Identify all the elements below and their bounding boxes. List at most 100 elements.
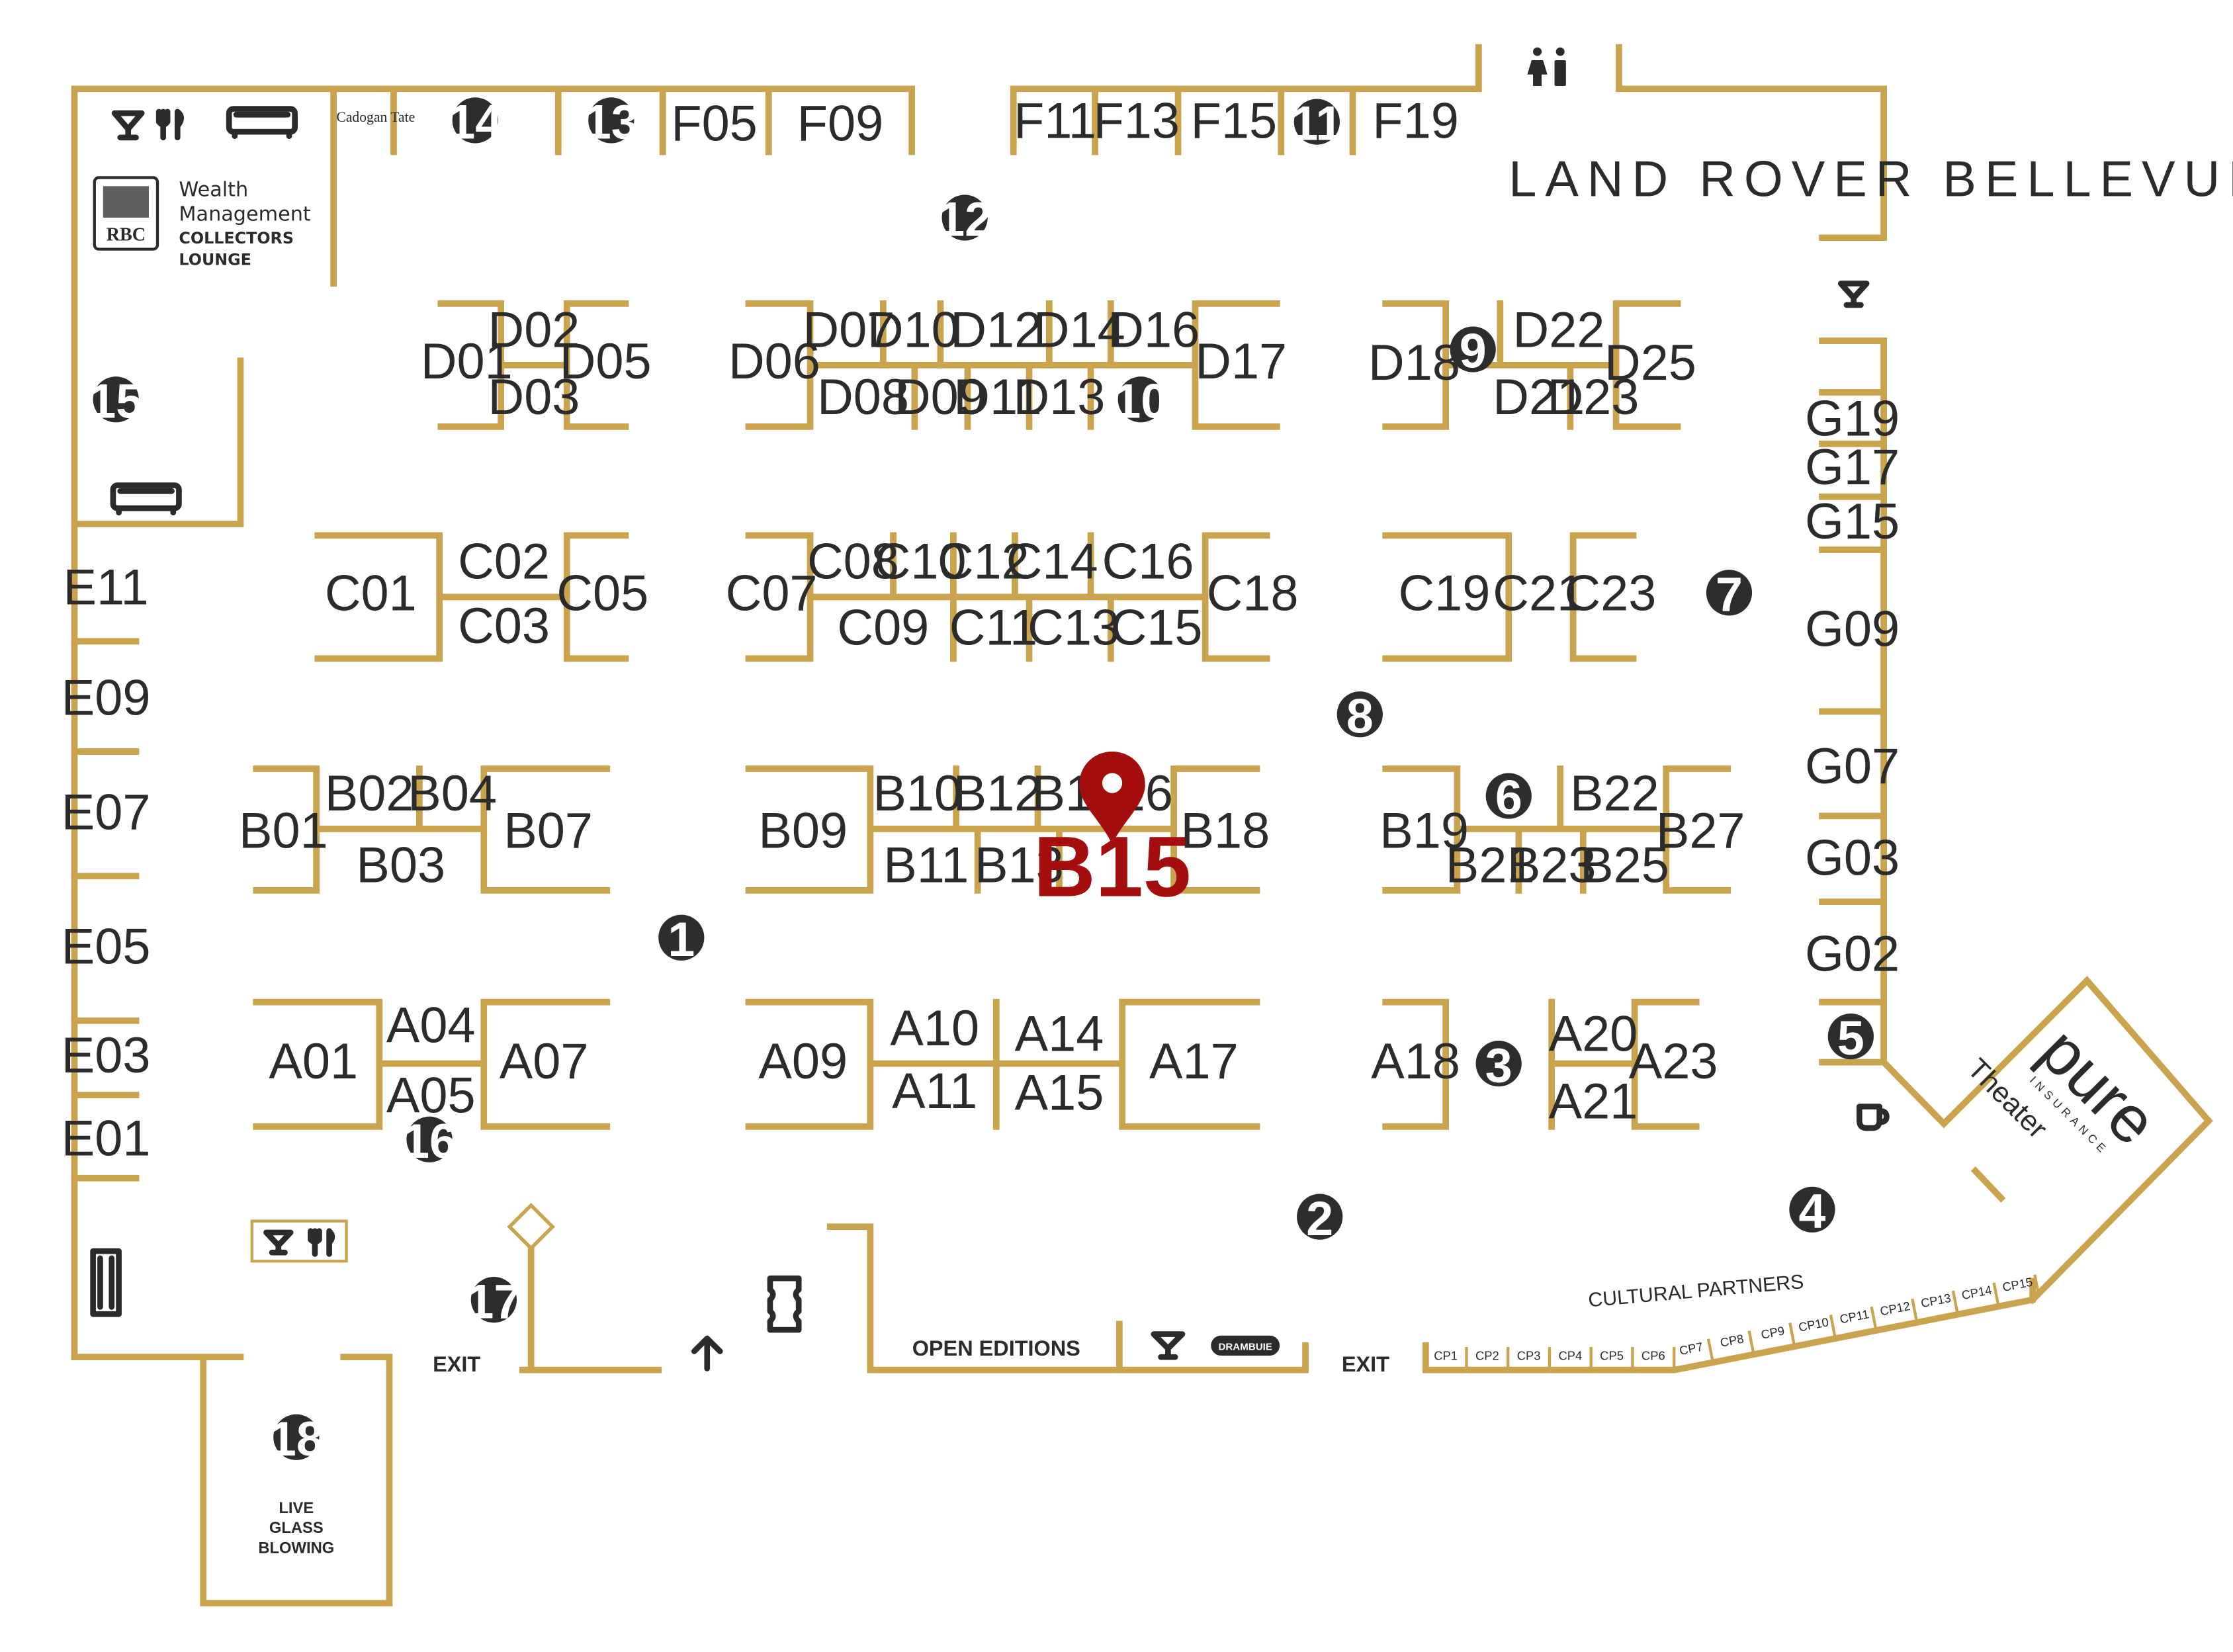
booth-B10[interactable]: B10 <box>873 765 962 822</box>
booth-D25[interactable]: D25 <box>1604 335 1696 391</box>
booth-E03[interactable]: E03 <box>62 1027 151 1084</box>
cp-booth-cp11[interactable]: CP11 <box>1839 1307 1870 1326</box>
booth-C09[interactable]: C09 <box>837 599 929 656</box>
booth-A10[interactable]: A10 <box>890 1000 979 1057</box>
booth-B03[interactable]: B03 <box>356 837 445 893</box>
cp-booth-cp13[interactable]: CP13 <box>1919 1291 1952 1310</box>
booth-B01[interactable]: B01 <box>239 803 328 859</box>
marker-10[interactable]: 10 <box>1114 373 1168 428</box>
booth-C03[interactable]: C03 <box>458 598 550 654</box>
booth-C07[interactable]: C07 <box>726 565 818 621</box>
booth-D13[interactable]: D13 <box>1014 369 1106 425</box>
cp-booth-cp14[interactable]: CP14 <box>1960 1283 1993 1302</box>
cp-booth-cp8[interactable]: CP8 <box>1719 1331 1745 1349</box>
booth-A05[interactable]: A05 <box>386 1068 476 1124</box>
booth-D03[interactable]: D03 <box>488 369 580 425</box>
booth-D07[interactable]: D07 <box>803 302 895 358</box>
booth-G02[interactable]: G02 <box>1805 926 1900 982</box>
booth-E01[interactable]: E01 <box>62 1111 151 1167</box>
booth-E07[interactable]: E07 <box>62 784 151 840</box>
booth-B11[interactable]: B11 <box>883 837 969 893</box>
booth-C11[interactable]: C11 <box>949 599 1037 656</box>
booth-F09[interactable]: F09 <box>797 96 883 152</box>
marker-18[interactable]: 18 <box>269 1411 324 1466</box>
booth-A15[interactable]: A15 <box>1015 1065 1104 1121</box>
booth-G17[interactable]: G17 <box>1805 439 1900 496</box>
booth-D18[interactable]: D18 <box>1368 335 1460 391</box>
booth-A17[interactable]: A17 <box>1149 1033 1239 1090</box>
booth-F13[interactable]: F13 <box>1094 93 1180 149</box>
booth-F15[interactable]: F15 <box>1191 93 1277 149</box>
pure-theater[interactable]: pure INSURANCE Theater <box>1961 986 2171 1196</box>
cp-booth-cp15[interactable]: CP15 <box>2001 1275 2034 1294</box>
booth-D23[interactable]: D23 <box>1547 369 1639 425</box>
booth-G09[interactable]: G09 <box>1805 601 1900 657</box>
booth-C05[interactable]: C05 <box>556 565 648 621</box>
booth-A14[interactable]: A14 <box>1015 1006 1104 1063</box>
booth-G15[interactable]: G15 <box>1805 494 1900 550</box>
booth-A23[interactable]: A23 <box>1629 1033 1718 1090</box>
booth-B09[interactable]: B09 <box>758 803 848 859</box>
booth-D14[interactable]: D14 <box>1033 302 1125 358</box>
booth-D16[interactable]: D16 <box>1108 302 1200 358</box>
booth-D01[interactable]: D01 <box>421 333 513 390</box>
booth-C21[interactable]: C21 <box>1493 565 1585 621</box>
booth-D10[interactable]: D10 <box>867 302 959 358</box>
highlight-pin[interactable]: B15 <box>1033 752 1191 915</box>
booth-A07[interactable]: A07 <box>500 1033 589 1090</box>
marker-3[interactable]: 3 <box>1475 1037 1522 1092</box>
booth-D22[interactable]: D22 <box>1513 302 1605 358</box>
marker-16[interactable]: 16 <box>402 1113 457 1168</box>
booth-B25[interactable]: B25 <box>1580 837 1669 893</box>
marker-4[interactable]: 4 <box>1789 1184 1835 1239</box>
booth-C13[interactable]: C13 <box>1028 599 1119 656</box>
marker-7[interactable]: 7 <box>1706 567 1753 622</box>
booth-C18[interactable]: C18 <box>1207 565 1299 621</box>
marker-2[interactable]: 2 <box>1297 1191 1343 1246</box>
booth-D12[interactable]: D12 <box>950 302 1042 358</box>
booth-B21[interactable]: B21 <box>1446 837 1535 893</box>
booth-A18[interactable]: A18 <box>1371 1033 1460 1090</box>
marker-1[interactable]: 1 <box>658 912 705 967</box>
booth-A01[interactable]: A01 <box>269 1033 358 1090</box>
marker-14[interactable]: 14 <box>448 95 502 150</box>
marker-8[interactable]: 8 <box>1336 688 1383 743</box>
marker-12[interactable]: 12 <box>938 192 992 247</box>
cp-booth-cp4[interactable]: CP4 <box>1558 1348 1582 1362</box>
booth-D11[interactable]: D11 <box>953 369 1041 425</box>
booth-G07[interactable]: G07 <box>1805 738 1900 795</box>
booth-B07[interactable]: B07 <box>504 803 593 859</box>
booth-F05[interactable]: F05 <box>671 96 757 152</box>
booth-C23[interactable]: C23 <box>1564 565 1656 621</box>
booth-A21[interactable]: A21 <box>1549 1073 1638 1129</box>
cp-booth-cp2[interactable]: CP2 <box>1475 1348 1499 1362</box>
booth-D06[interactable]: D06 <box>728 333 820 390</box>
cp-booth-cp5[interactable]: CP5 <box>1600 1348 1624 1362</box>
booth-B02[interactable]: B02 <box>325 765 414 822</box>
booth-C12[interactable]: C12 <box>938 534 1029 590</box>
marker-15[interactable]: 15 <box>89 373 143 428</box>
booth-C08[interactable]: C08 <box>807 534 899 590</box>
booth-E05[interactable]: E05 <box>62 919 151 975</box>
marker-5[interactable]: 5 <box>1827 1010 1874 1065</box>
booth-C01[interactable]: C01 <box>325 565 417 621</box>
marker-17[interactable]: 17 <box>466 1274 521 1328</box>
booth-C16[interactable]: C16 <box>1102 534 1194 590</box>
booth-B13[interactable]: B13 <box>975 837 1064 893</box>
cp-booth-cp9[interactable]: CP9 <box>1760 1323 1786 1341</box>
booth-B18[interactable]: B18 <box>1181 803 1270 859</box>
booth-E09[interactable]: E09 <box>62 670 151 726</box>
cp-booth-cp6[interactable]: CP6 <box>1642 1348 1665 1362</box>
entrance-arrow-icon[interactable] <box>691 1335 723 1371</box>
booth-D05[interactable]: D05 <box>560 333 652 390</box>
cp-booth-cp10[interactable]: CP10 <box>1797 1315 1829 1334</box>
booth-A04[interactable]: A04 <box>386 998 476 1054</box>
booth-D09[interactable]: D09 <box>895 369 986 425</box>
booth-C14[interactable]: C14 <box>1006 534 1098 590</box>
booth-C10[interactable]: C10 <box>875 534 967 590</box>
booth-D08[interactable]: D08 <box>817 369 909 425</box>
booth-C19[interactable]: C19 <box>1398 565 1490 621</box>
booth-F19[interactable]: F19 <box>1372 93 1458 149</box>
cp-booth-cp12[interactable]: CP12 <box>1879 1299 1911 1318</box>
booth-C02[interactable]: C02 <box>458 534 550 590</box>
